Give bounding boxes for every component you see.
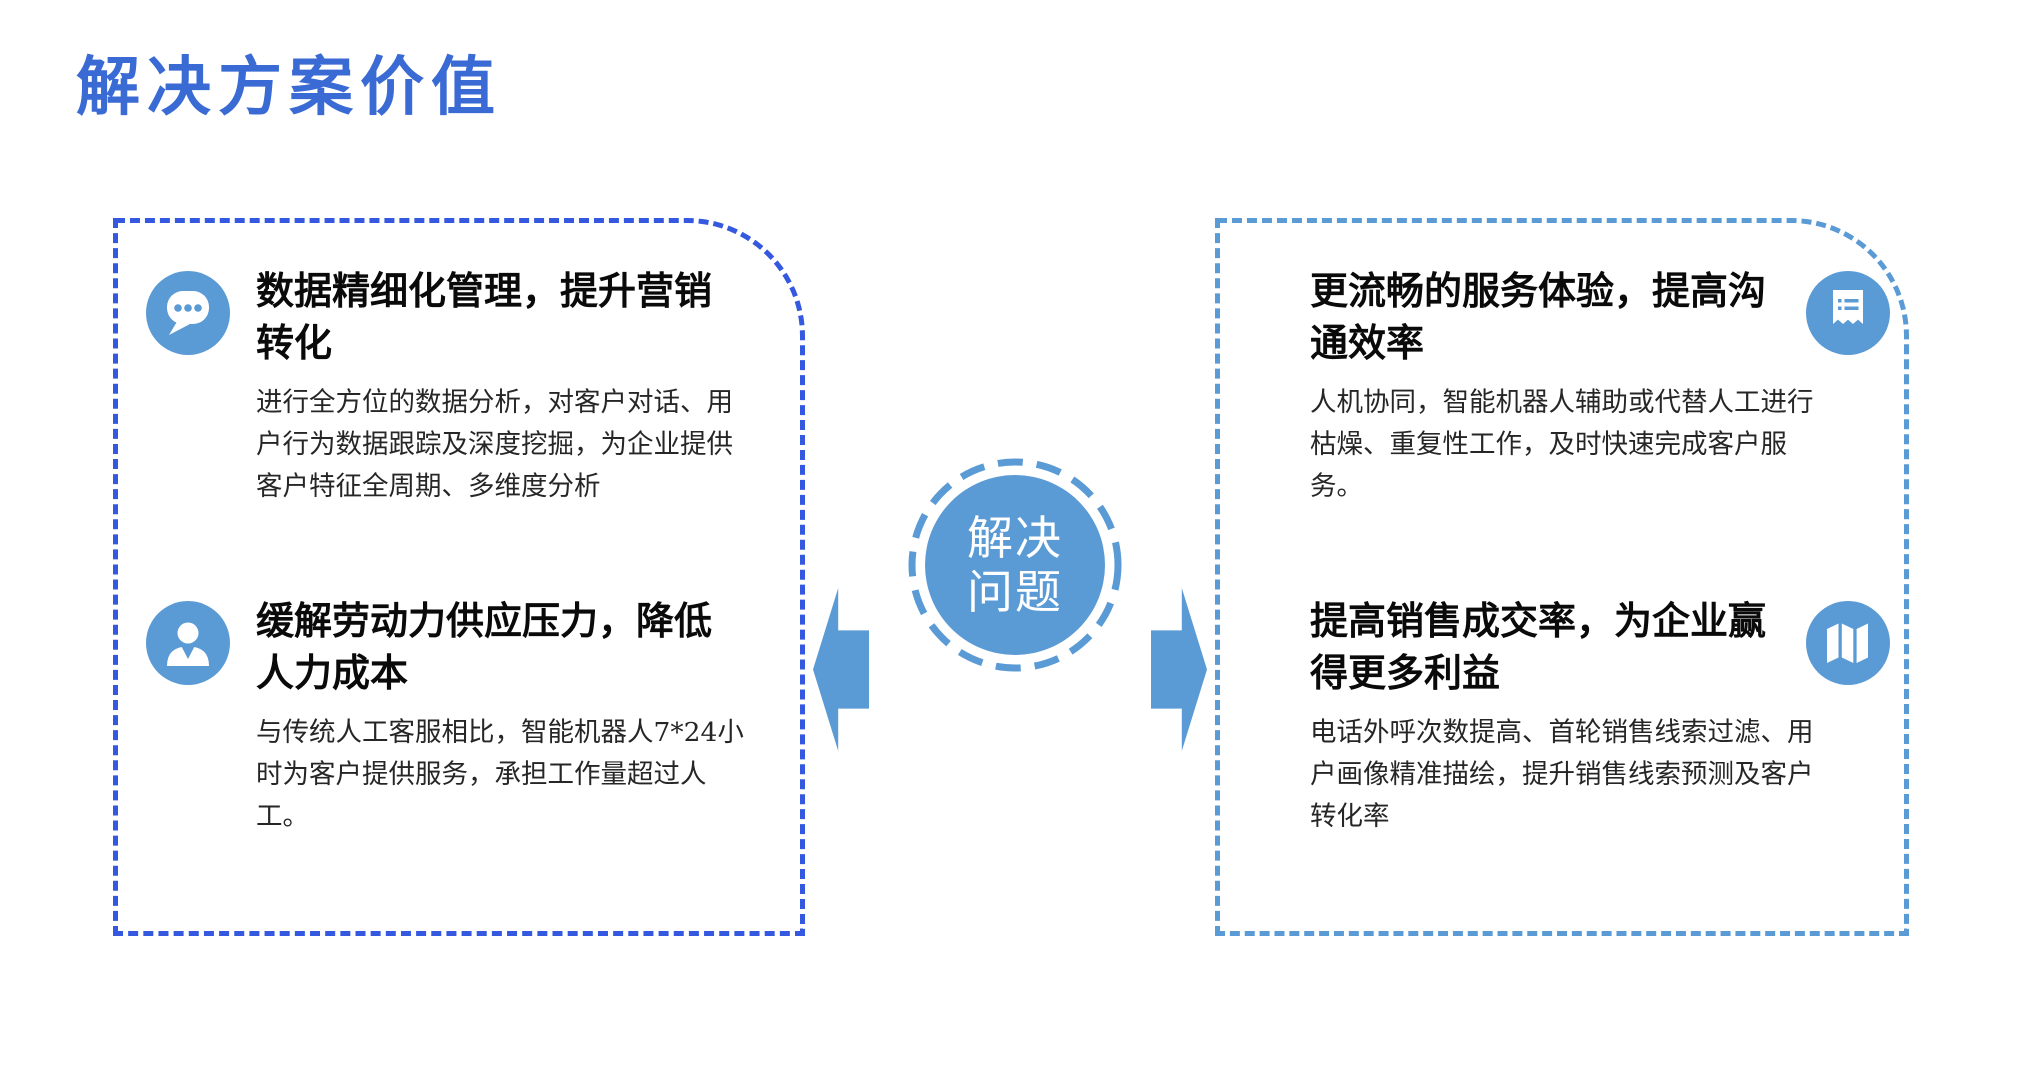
solve-problem-line2: 问题: [967, 565, 1063, 619]
right-arrow-icon: [1151, 588, 1207, 751]
right-item1-heading: 更流畅的服务体验，提高沟 通效率: [1310, 268, 1767, 366]
chat-bubble-icon: [146, 271, 230, 359]
left-arrow-icon: [813, 588, 869, 751]
left-item1-body: 进行全方位的数据分析，对客户对话、用 户行为数据跟踪及深度挖掘，为企业提供 客户…: [256, 386, 733, 502]
map-icon: [1806, 601, 1890, 689]
left-item2-heading: 缓解劳动力供应压力，降低 人力成本: [256, 598, 713, 696]
page-title: 解决方案价值: [76, 50, 502, 125]
left-value-box: 数据精细化管理，提升营销 转化 进行全方位的数据分析，对客户对话、用 户行为数据…: [113, 218, 805, 936]
left-item1-heading: 数据精细化管理，提升营销 转化: [256, 268, 713, 366]
left-item2-body: 与传统人工客服相比，智能机器人7*24小 时为客户提供服务，承担工作量超过人 工…: [256, 716, 744, 832]
right-item2-body: 电话外呼次数提高、首轮销售线索过滤、用 户画像精准描绘，提升销售线索预测及客户 …: [1310, 716, 1814, 832]
receipt-icon: [1806, 271, 1890, 359]
right-value-box: 更流畅的服务体验，提高沟 通效率 人机协同，智能机器人辅助或代替人工进行 枯燥、…: [1215, 218, 1909, 936]
right-item1-body: 人机协同，智能机器人辅助或代替人工进行 枯燥、重复性工作，及时快速完成客户服 务…: [1310, 386, 1814, 502]
solve-problem-circle: 解决 问题: [903, 453, 1127, 677]
right-item2-heading: 提高销售成交率，为企业赢 得更多利益: [1310, 598, 1767, 696]
solve-problem-line1: 解决: [967, 510, 1063, 565]
solve-problem-label: 解决 问题: [903, 453, 1127, 677]
dashed-ring: [908, 458, 1122, 672]
user-icon: [146, 601, 230, 689]
